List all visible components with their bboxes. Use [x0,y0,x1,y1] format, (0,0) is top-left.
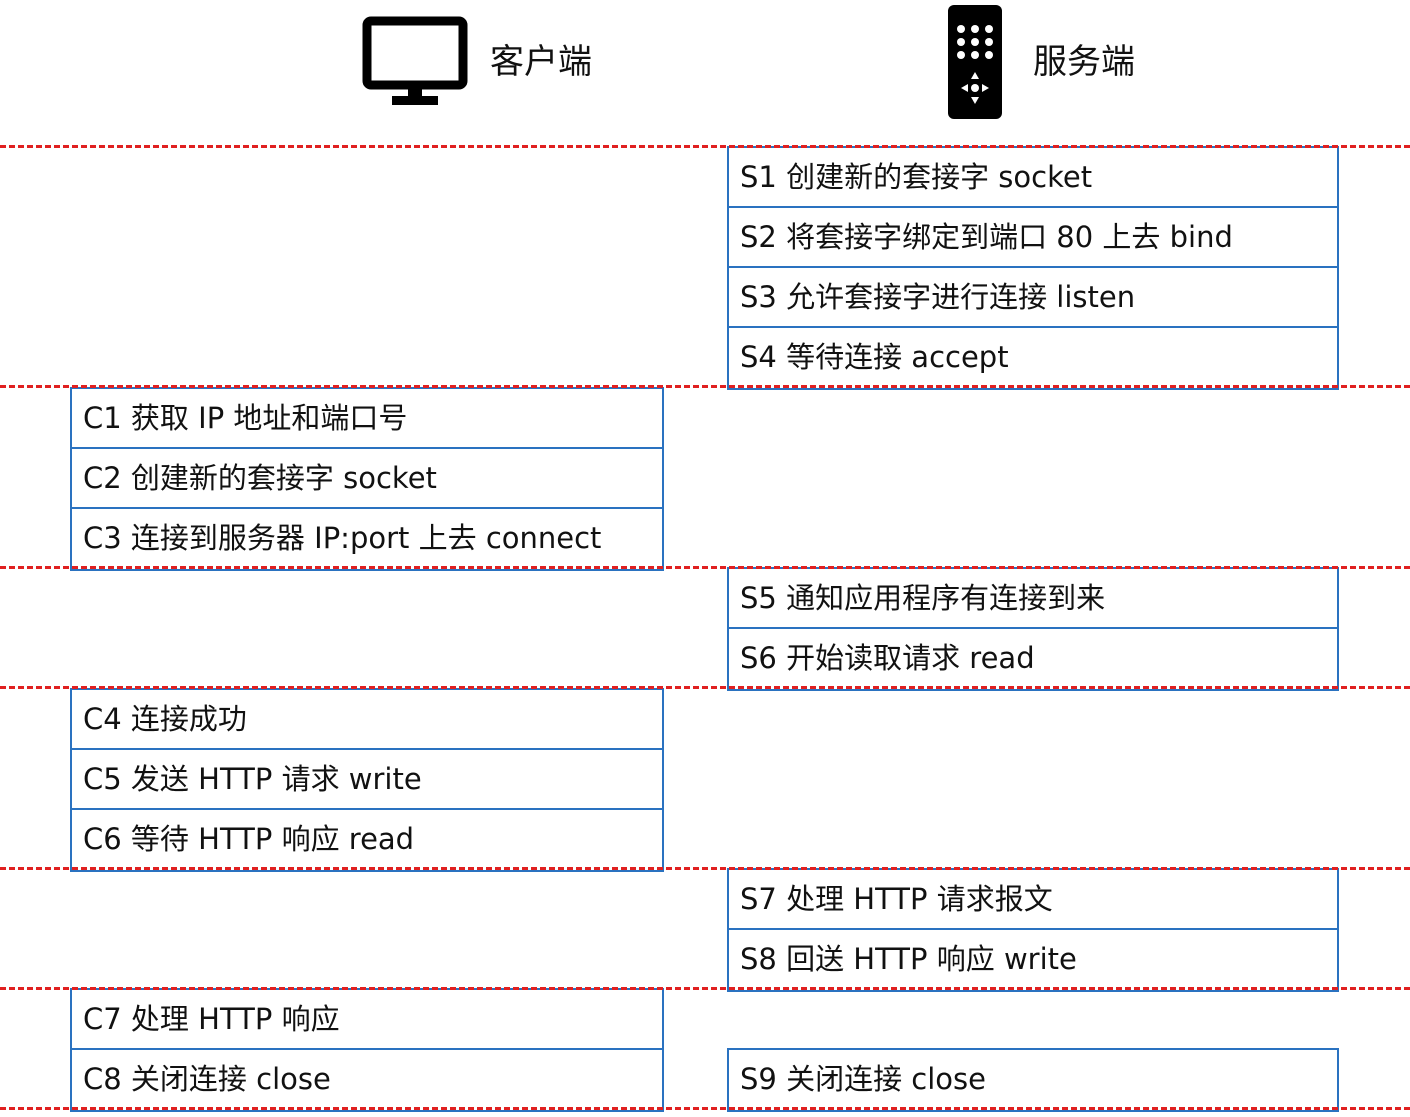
phase-divider [0,385,1410,388]
monitor-icon [362,16,470,108]
step-box-c1: C1 获取 IP 地址和端口号 [72,389,662,449]
step-box-c4: C4 连接成功 [72,690,662,750]
server-device-icon [948,5,1002,119]
step-box-c2: C2 创建新的套接字 socket [72,449,662,509]
server-step-group: S9 关闭连接 close [727,1048,1339,1112]
phase-divider [0,566,1410,569]
step-box-s2: S2 将套接字绑定到端口 80 上去 bind [729,208,1337,268]
phase-divider [0,867,1410,870]
client-step-group: C1 获取 IP 地址和端口号 C2 创建新的套接字 socket C3 连接到… [70,387,664,571]
phase-divider [0,145,1410,148]
step-box-c6: C6 等待 HTTP 响应 read [83,822,415,856]
server-label: 服务端 [1033,42,1135,82]
server-step-group: S7 处理 HTTP 请求报文 S8 回送 HTTP 响应 write [727,868,1339,992]
server-step-group: S5 通知应用程序有连接到来 S6 开始读取请求 read [727,567,1339,691]
step-box-s5: S5 通知应用程序有连接到来 [729,569,1337,629]
step-box-c7: C7 处理 HTTP 响应 [72,990,662,1050]
client-step-group: C4 连接成功 C5 发送 HTTP 请求 write C6 等待 HTTP 响… [70,688,664,872]
phase-divider [0,1107,1410,1110]
step-box-s9: S9 关闭连接 close [740,1062,986,1096]
step-box-s3: S3 允许套接字进行连接 listen [729,268,1337,328]
step-box-c5: C5 发送 HTTP 请求 write [72,750,662,810]
step-box-c8: C8 关闭连接 close [83,1062,331,1096]
step-box-s4: S4 等待连接 accept [740,340,1009,374]
server-step-group: S1 创建新的套接字 socket S2 将套接字绑定到端口 80 上去 bin… [727,146,1339,390]
client-step-group: C7 处理 HTTP 响应 C8 关闭连接 close [70,988,664,1112]
step-box-c3: C3 连接到服务器 IP:port 上去 connect [83,521,602,555]
step-box-s6: S6 开始读取请求 read [740,641,1035,675]
phase-divider [0,987,1410,990]
phase-divider [0,686,1410,689]
step-box-s8: S8 回送 HTTP 响应 write [740,942,1077,976]
client-label: 客户端 [490,42,592,82]
step-box-s7: S7 处理 HTTP 请求报文 [729,870,1337,930]
step-box-s1: S1 创建新的套接字 socket [729,148,1337,208]
